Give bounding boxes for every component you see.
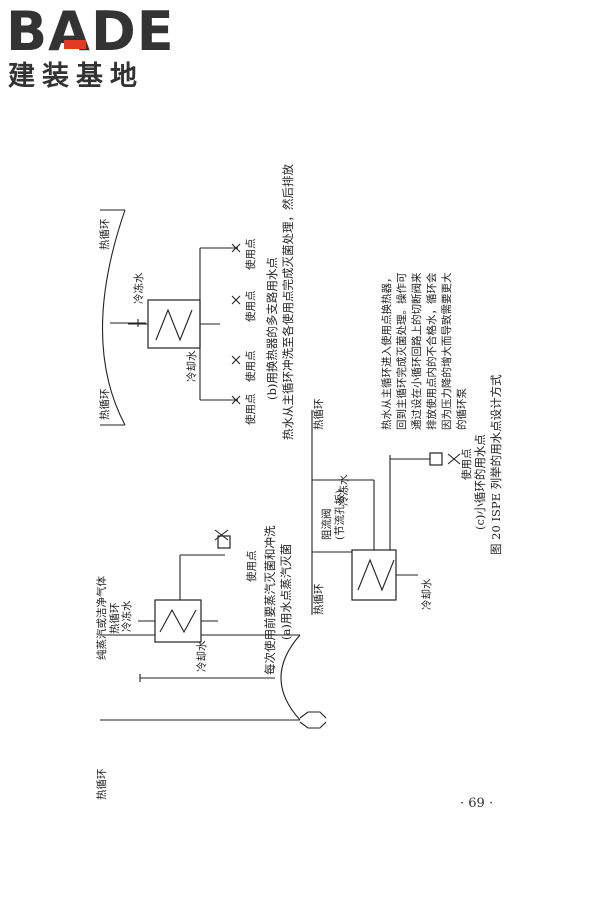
c-valve-sublabel: (节流孔板) [333,490,346,540]
c-valve-label: 阻流阀 [320,509,333,541]
b-valve-1 [231,395,241,405]
a-chilled-water-label: 冷冻水 [120,600,133,632]
diagram-c: 热循环 热循环 阻流阀 (节流孔板) 冷冻水 冷却水 使用点 热水从主循环进入使… [311,272,503,616]
c-caption: (c)小循环的用水点 [473,434,487,530]
a-hot-loop-left-label: 热循环 [95,769,108,801]
c-hot-loop-right-label: 热循环 [312,399,325,431]
page-number: · 69 · [460,796,494,811]
c-exchanger-coil [357,558,395,592]
b-chilled-water-label: 冷冻水 [132,272,145,304]
a-hot-loop-right-label: 热循环 [108,603,121,635]
a-steam-label: 纯蒸汽或洁净气体 [95,576,108,660]
b-valve-top [137,319,146,327]
b-exchanger-coil [155,308,193,342]
c-chilled-water-label: 冷冻水 [337,474,350,506]
c-note-line-5: 因为压力降的增大而导致需要更大 [440,272,453,430]
b-use-point-1: 使用点 [244,394,257,426]
b-cooling-water-label: 冷却水 [185,350,198,382]
b-valve-3 [231,295,241,305]
b-caption: (b)用换热器的多支路用水点 [265,257,279,400]
a-bend-down [299,711,327,719]
b-valve-2 [231,355,241,365]
logo-subtitle: 建装基地 [8,61,144,92]
a-bend-up [299,721,327,729]
c-cooling-water-label: 冷却水 [420,578,433,610]
a-temp-sensor [217,535,231,549]
c-temp-sensor [429,452,443,466]
diagram-a: 热循环 纯蒸汽或洁净气体 热循环 冷冻水 冷却水 使用点 每次使用前要蒸汽灭菌和… [95,525,327,801]
a-caption-note: 每次使用前要蒸汽灭菌和冲洗 [263,525,277,675]
a-use-valve [214,529,229,541]
a-exchanger-coil [159,608,197,634]
c-note-line-2: 回到主循环完成灭菌处理。操作可 [395,273,408,431]
c-note-line-4: 排放使用点内的不合格水，循环会 [425,272,438,430]
c-note-line-6: 的循环泵 [455,388,468,430]
c-use-valve [447,453,461,465]
c-heat-exchanger [351,549,397,601]
c-note-line-3: 通过设在小循环回路上的切断阀来 [410,272,423,430]
a-use-point-label: 使用点 [245,551,258,583]
b-use-point-4: 使用点 [244,239,257,271]
a-loop-arc [280,634,301,721]
b-loop-arc [101,209,126,426]
b-hot-loop-left-label: 热循环 [98,389,111,421]
logo-word: BADE [6,0,175,63]
b-use-point-2: 使用点 [244,351,257,383]
b-caption-note: 热水从主循环冲洗至各使用点完成灭菌处理，然后排放 [281,164,295,440]
rotated-figure-group: 热循环 纯蒸汽或洁净气体 热循环 冷冻水 冷却水 使用点 每次使用前要蒸汽灭菌和… [95,164,503,800]
c-use-point-label: 使用点 [460,449,473,481]
bade-logo: BADE 建装基地 [6,4,176,96]
b-valve-4 [231,243,241,253]
diagram-b: 热循环 热循环 冷冻水 冷却水 使用点 使用点 使用点 使用点 (b)用换热器的… [98,164,295,440]
a-cooling-water-label: 冷却水 [195,640,208,672]
c-note-line-1: 热水从主循环进入使用点换热器， [380,273,393,431]
b-hot-loop-right-label: 热循环 [98,219,111,251]
b-use-point-3: 使用点 [244,291,257,323]
logo-accent-bar [64,40,86,49]
figure-caption: 图 20 ISPE 列举的用水点设计方式 [489,374,503,555]
a-valve-top [139,674,148,682]
c-hot-loop-left-label: 热循环 [312,584,325,616]
a-caption: (a)用水点蒸汽灭菌 [279,544,293,640]
